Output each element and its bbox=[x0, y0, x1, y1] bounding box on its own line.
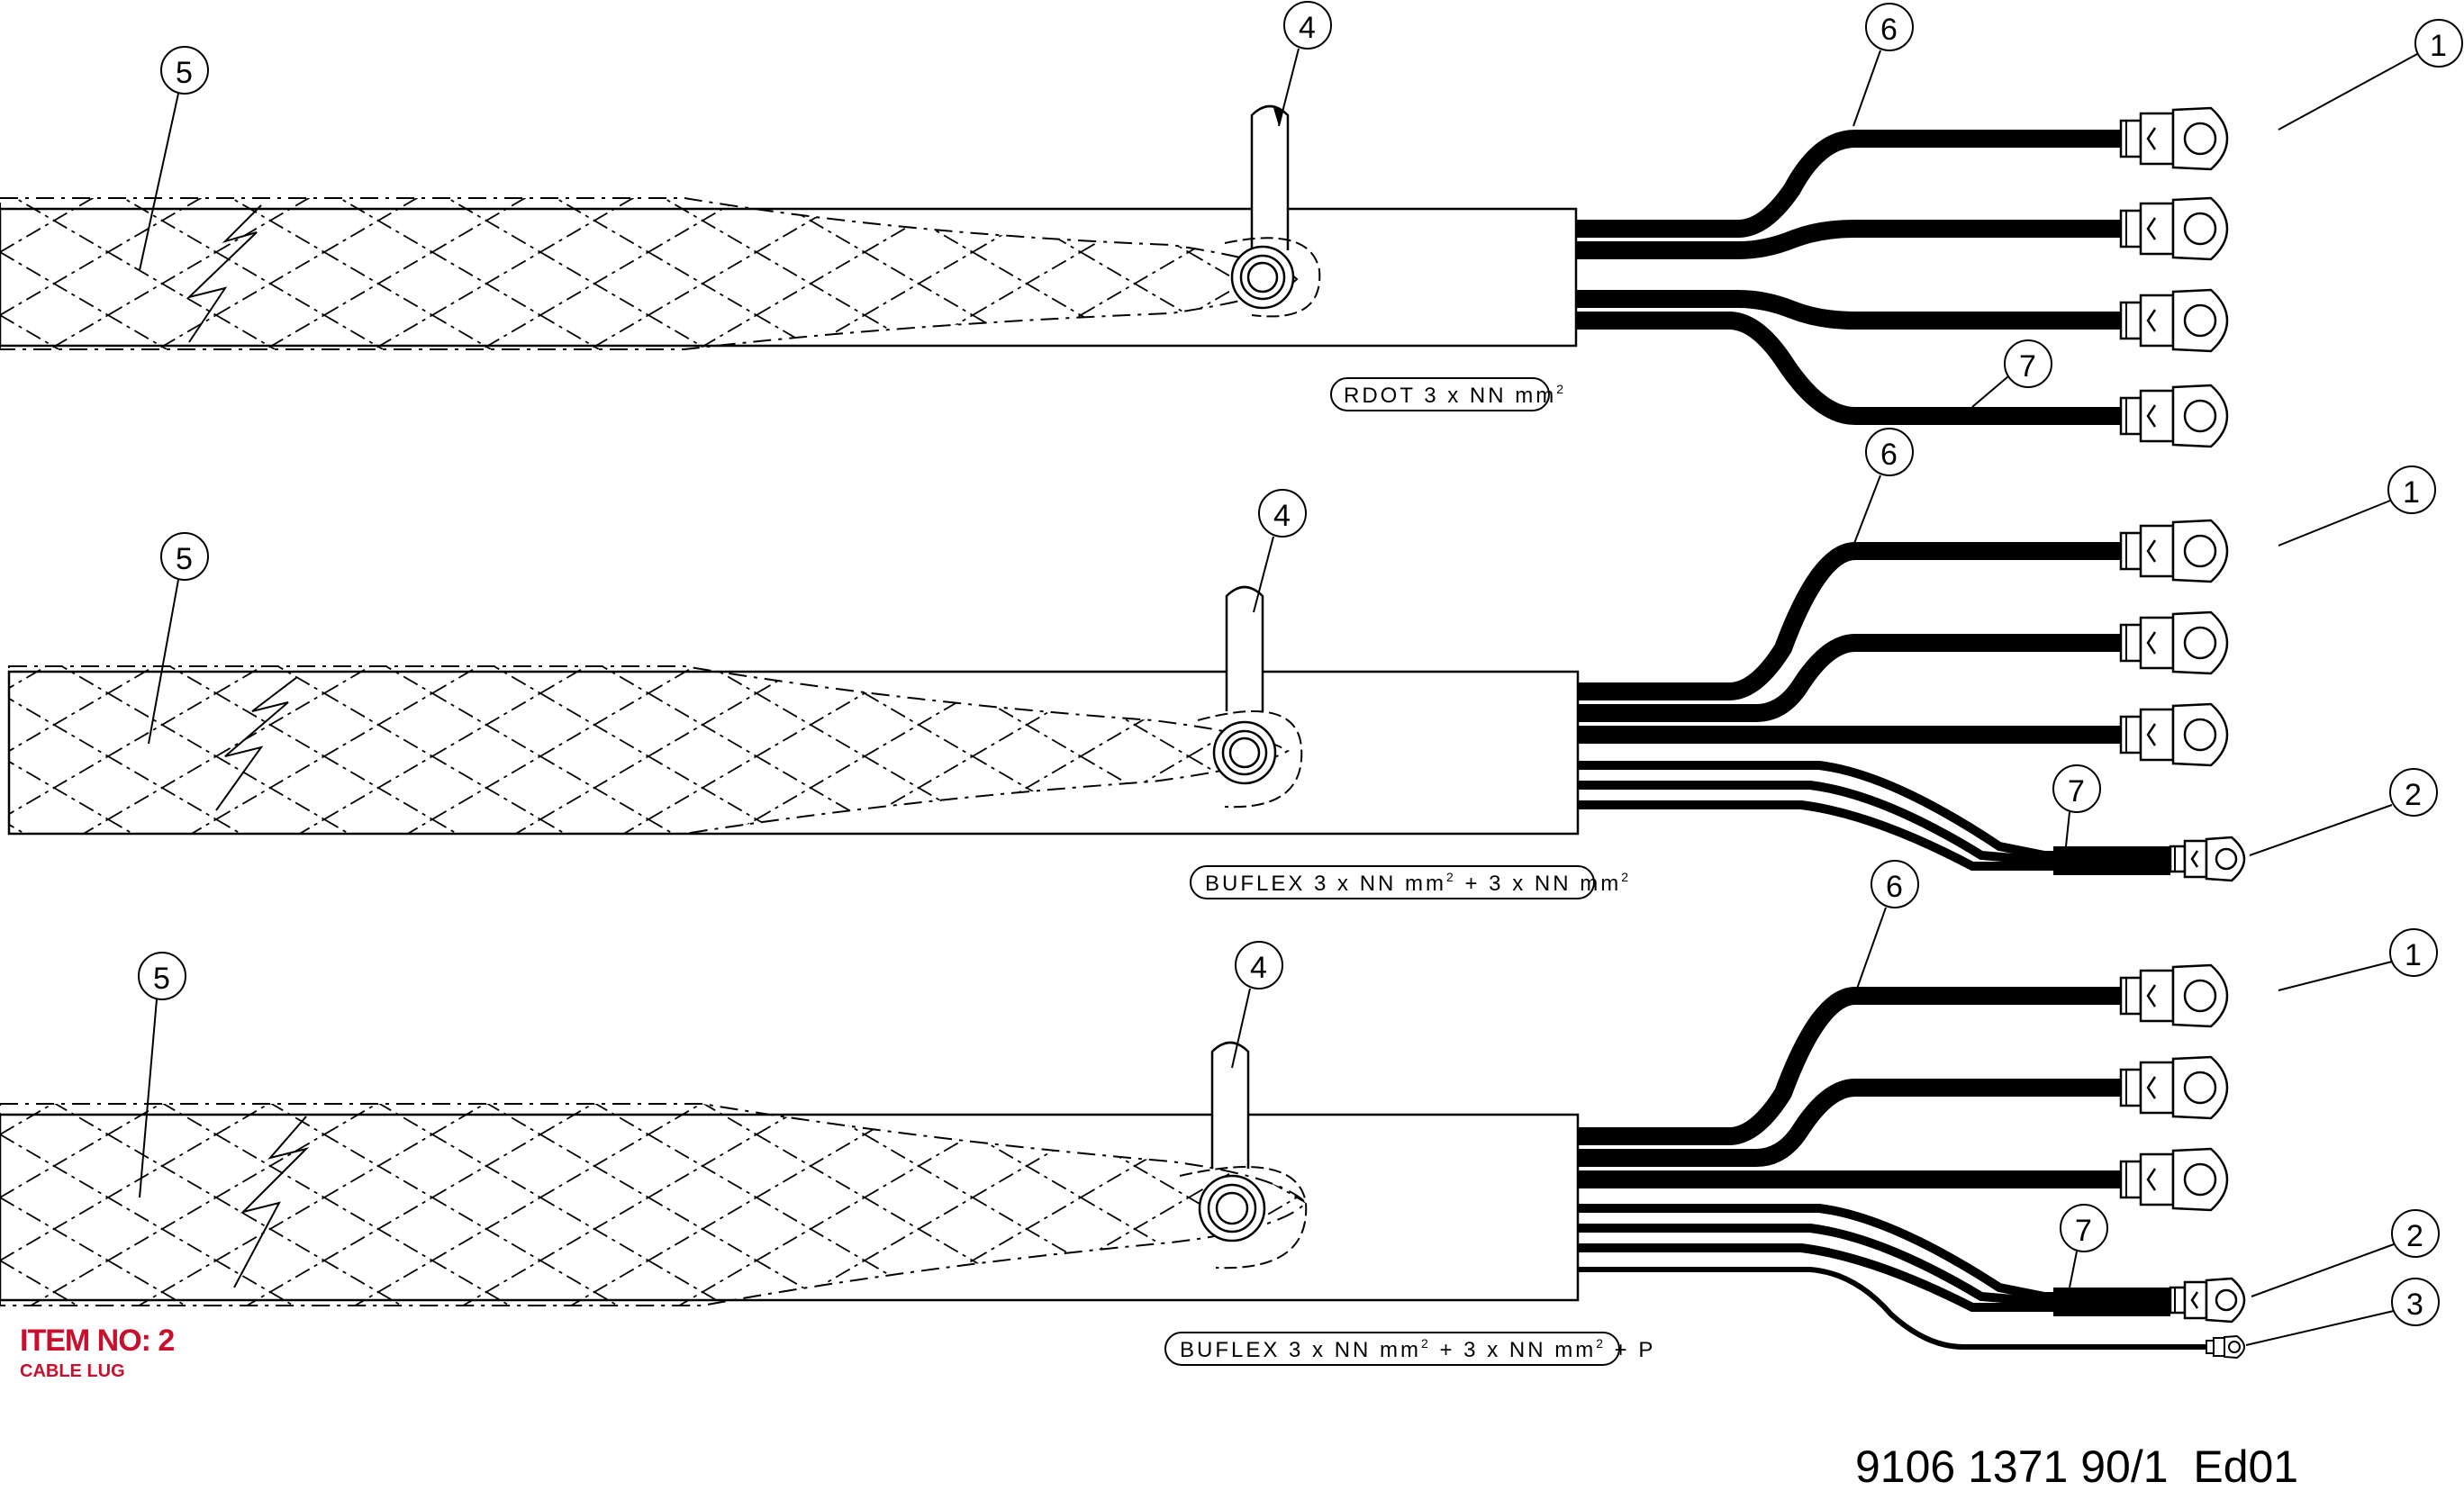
callout-5: 5 bbox=[153, 962, 170, 996]
callout-5: 5 bbox=[176, 56, 193, 90]
cable-sock bbox=[0, 1103, 1308, 1306]
pulling-eye bbox=[1224, 104, 1321, 318]
callouts: 4 5 6 1 7 bbox=[139, 1, 2463, 408]
cable-label-tail: + 3 x NN mm bbox=[1431, 1338, 1596, 1362]
callout-1: 1 bbox=[2403, 475, 2420, 510]
callout-7: 7 bbox=[2075, 1214, 2092, 1248]
cable-label-sup2: 2 bbox=[1596, 1336, 1606, 1351]
cable-label-sup: 2 bbox=[1421, 1336, 1431, 1351]
wire-bundle bbox=[1576, 130, 2121, 425]
callout-6: 6 bbox=[1880, 13, 1898, 47]
cable-sock bbox=[8, 665, 1290, 835]
cable-label-sup: 2 bbox=[1446, 870, 1456, 884]
callout-6: 6 bbox=[1886, 870, 1903, 904]
svg-text:BUFLEX 3 x NN mm2 + 3 x NN mm2: BUFLEX 3 x NN mm2 + 3 x NN mm2 + P bbox=[1180, 1336, 1655, 1362]
cable-label-sup: 2 bbox=[1556, 382, 1566, 396]
assembly-2: BUFLEX 3 x NN mm2 + 3 x NN mm2 4 5 6 1 7… bbox=[7, 428, 2438, 899]
callout-2: 2 bbox=[2405, 778, 2422, 812]
pulling-eye bbox=[1197, 585, 1303, 809]
callout-4: 4 bbox=[1273, 499, 1291, 533]
cable-label: BUFLEX 3 x NN mm bbox=[1205, 872, 1446, 896]
cable-label-sup2: 2 bbox=[1621, 870, 1631, 884]
svg-text:RDOT 3 x NN mm2: RDOT 3 x NN mm2 bbox=[1344, 382, 1566, 408]
callout-1: 1 bbox=[2405, 938, 2422, 972]
svg-text:BUFLEX 3 x NN mm2 + 3 x NN mm2: BUFLEX 3 x NN mm2 + 3 x NN mm2 bbox=[1205, 870, 1631, 896]
item-subtitle: CABLE LUG bbox=[20, 1361, 125, 1381]
callout-5: 5 bbox=[176, 542, 193, 576]
callout-4: 4 bbox=[1299, 11, 1316, 45]
callout-7: 7 bbox=[2068, 774, 2085, 809]
cable-label-tail2: + P bbox=[1606, 1338, 1655, 1362]
wire-bundle bbox=[1578, 542, 2170, 875]
callouts: 4 5 6 1 7 2 3 bbox=[138, 860, 2440, 1346]
cable-label: RDOT 3 x NN mm bbox=[1344, 384, 1556, 408]
callout-2: 2 bbox=[2406, 1219, 2423, 1253]
cable-sock bbox=[0, 197, 1299, 350]
callout-6: 6 bbox=[1880, 438, 1898, 472]
wire-bundle bbox=[1578, 987, 2206, 1350]
callout-1: 1 bbox=[2430, 29, 2447, 63]
callouts: 4 5 6 1 7 2 bbox=[148, 428, 2438, 856]
assembly-1: RDOT 3 x NN mm2 4 5 6 1 7 bbox=[0, 1, 2463, 448]
callout-4: 4 bbox=[1250, 951, 1267, 985]
cable-label: BUFLEX 3 x NN mm bbox=[1180, 1338, 1421, 1362]
cable-label-tail: + 3 x NN mm bbox=[1456, 872, 1621, 896]
pulling-eye bbox=[1179, 1041, 1308, 1270]
callout-3: 3 bbox=[2406, 1288, 2423, 1322]
assembly-3: BUFLEX 3 x NN mm2 + 3 x NN mm2 + P 4 5 6… bbox=[0, 860, 2440, 1366]
part-number: 9106 1371 90/1 Ed01 bbox=[1855, 1441, 2299, 1492]
item-number-title: ITEM NO: 2 bbox=[20, 1324, 175, 1358]
callout-7: 7 bbox=[2019, 349, 2036, 384]
